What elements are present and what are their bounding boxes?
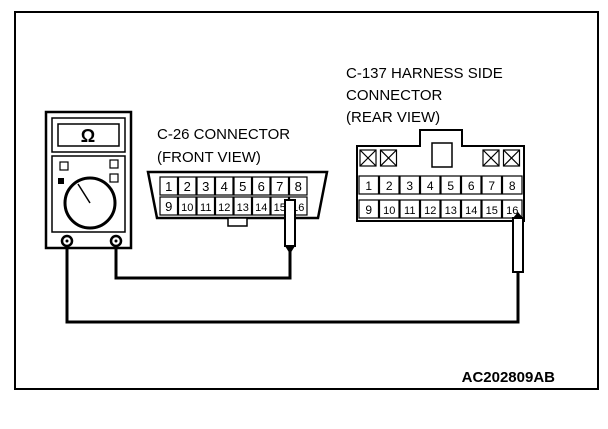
ohm-symbol: Ω <box>81 126 95 146</box>
c26-pin-label: 2 <box>184 179 191 194</box>
c26-pin-label: 10 <box>181 202 193 214</box>
c137-pin-label: 8 <box>509 179 516 193</box>
c26-title-line1: C-26 CONNECTOR <box>157 126 290 143</box>
c26-pin-label: 4 <box>221 179 228 194</box>
c137-pin-label: 1 <box>365 179 372 193</box>
c26-pin-cell <box>214 176 234 196</box>
test-lead-to-c26 <box>114 246 292 280</box>
multimeter-indicator <box>58 178 64 184</box>
c137-pin-cell <box>378 199 400 219</box>
c137-pin-label: 15 <box>486 205 498 217</box>
c26-latch <box>227 217 248 227</box>
c137-pin-cell <box>419 199 441 219</box>
c26-pin-label: 3 <box>202 179 209 194</box>
c137-connector: C-137 HARNESS SIDE CONNECTOR (REAR VIEW)… <box>346 65 525 273</box>
c137-pin-label: 9 <box>365 203 372 217</box>
c26-probe <box>284 199 296 254</box>
c26-pin-cell <box>233 196 253 216</box>
test-lead-to-c137 <box>65 246 520 324</box>
c137-pin-cell <box>440 199 462 219</box>
c26-pin-cell <box>251 176 271 196</box>
c137-title-line3: (REAR VIEW) <box>346 109 440 126</box>
c137-pin-cell <box>358 175 380 195</box>
c26-pin-label: 6 <box>258 179 265 194</box>
multimeter-panel <box>51 155 126 233</box>
c26-pin-label: 8 <box>295 179 302 194</box>
c137-pin-label: 5 <box>447 179 454 193</box>
c26-pin-label: 11 <box>200 202 211 214</box>
c137-pin-label: 6 <box>468 179 475 193</box>
c26-pin-label: 14 <box>255 202 267 214</box>
c137-pin-cell <box>481 199 503 219</box>
c26-pin-label: 5 <box>239 179 246 194</box>
multimeter-button <box>109 159 119 169</box>
c26-pin-cell <box>214 196 234 216</box>
c137-pin-label: 2 <box>386 179 393 193</box>
c26-pin-label: 15 <box>274 202 286 214</box>
c137-probe <box>512 212 524 273</box>
c26-pin-cell <box>159 176 179 196</box>
c137-pin-cell <box>481 175 503 195</box>
c137-pin-label: 3 <box>406 179 413 193</box>
c26-pin-cell <box>177 176 197 196</box>
multimeter: Ω <box>44 110 133 250</box>
c137-pin-cell <box>399 199 421 219</box>
c137-pin-cell <box>399 175 421 195</box>
c137-pin-label: 4 <box>427 179 434 193</box>
figure-code: AC202809AB <box>462 369 556 386</box>
c137-pin-label: 11 <box>404 205 415 217</box>
c137-lock <box>431 142 453 168</box>
c137-pin-label: 16 <box>506 205 518 217</box>
c26-pin-label: 7 <box>276 179 283 194</box>
c137-pin-cell <box>440 175 462 195</box>
c26-title-line2: (FRONT VIEW) <box>157 149 261 166</box>
c137-title-line2: CONNECTOR <box>346 87 443 104</box>
c137-title-line1: C-137 HARNESS SIDE <box>346 65 503 82</box>
multimeter-button <box>109 173 119 183</box>
multimeter-display <box>57 123 120 147</box>
c137-pin-label: 12 <box>424 205 436 217</box>
c26-pin-cell <box>159 196 179 216</box>
c26-pin-label: 1 <box>165 179 172 194</box>
c137-pin-cell <box>378 175 400 195</box>
c137-pin-cell <box>460 199 482 219</box>
c137-pin-label: 7 <box>488 179 495 193</box>
multimeter-button <box>59 161 69 171</box>
c26-pin-cell <box>196 196 216 216</box>
diagram-frame <box>14 11 599 390</box>
c26-pin-cell <box>251 196 271 216</box>
c26-pin-label: 9 <box>165 199 172 214</box>
dial-pointer <box>77 183 91 204</box>
c26-pin-cell <box>233 176 253 196</box>
c137-pin-cell <box>358 199 380 219</box>
c137-pin-cell <box>460 175 482 195</box>
multimeter-display-frame <box>51 117 126 153</box>
c137-pin-cell <box>501 175 523 195</box>
c26-pin-cell <box>288 176 308 196</box>
c26-pin-label: 12 <box>218 202 230 214</box>
c26-pin-cell <box>196 176 216 196</box>
c26-pin-label: 13 <box>237 202 249 214</box>
c137-pin-label: 13 <box>445 205 457 217</box>
c26-pin-cell <box>270 176 290 196</box>
c137-pin-cell <box>419 175 441 195</box>
c137-pin-label: 10 <box>383 205 395 217</box>
c137-pin-label: 14 <box>465 205 477 217</box>
c26-pin-cell <box>177 196 197 216</box>
